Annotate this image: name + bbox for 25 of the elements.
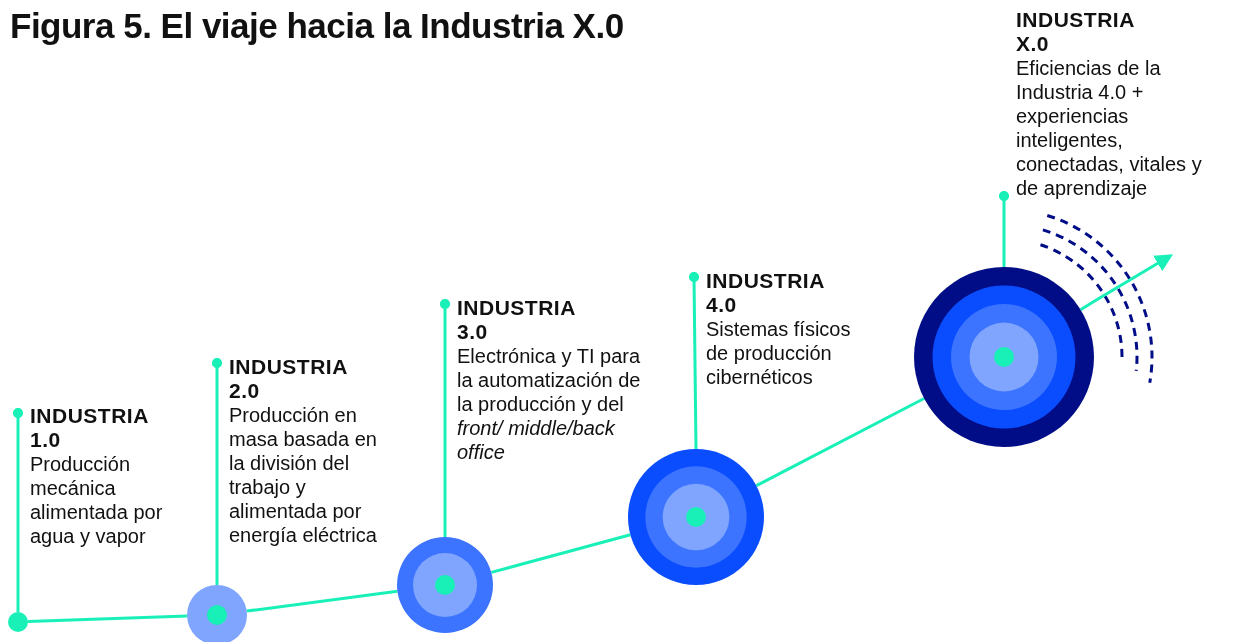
figure-title: Figura 5. El viaje hacia la Industria X.0 <box>10 6 624 46</box>
milestone-circle <box>397 537 493 633</box>
milestone-circle <box>914 267 1094 447</box>
leader-line <box>439 298 451 537</box>
connector-line <box>490 533 631 574</box>
connector-line <box>755 397 925 488</box>
milestone-description: Eficiencias de la Industria 4.0 + experiencias inteligentes, conectadas, vitales y de aprendizaje <box>1016 56 1203 200</box>
milestone-heading: INDUSTRIA 2.0 <box>229 355 349 403</box>
milestone-circle <box>8 612 28 632</box>
milestone-description: Electrónica y TI para la automatización de la producción y del front/ middle/back office <box>457 344 642 464</box>
leader-line <box>998 190 1010 267</box>
connector-line <box>246 589 398 613</box>
milestone-description: Producción mecánica alimentada por agua y vapor <box>30 452 164 548</box>
milestone-description: Sistemas físicos de producción cibernéticos <box>706 317 852 389</box>
connector-line <box>1079 254 1174 311</box>
milestone-heading: INDUSTRIA 1.0 <box>30 404 150 452</box>
milestone-description: Producción en masa basada en la división del trabajo y alimentada por energía eléctrica <box>229 403 378 547</box>
leader-line <box>12 407 24 612</box>
milestone-circle <box>628 449 764 585</box>
connector-line <box>27 614 188 624</box>
leader-line <box>211 357 223 585</box>
milestone-heading: INDUSTRIA 3.0 <box>457 296 577 344</box>
milestone-heading: INDUSTRIA X.0 <box>1016 8 1136 56</box>
leader-line <box>688 271 700 449</box>
milestone-heading: INDUSTRIA 4.0 <box>706 269 826 317</box>
